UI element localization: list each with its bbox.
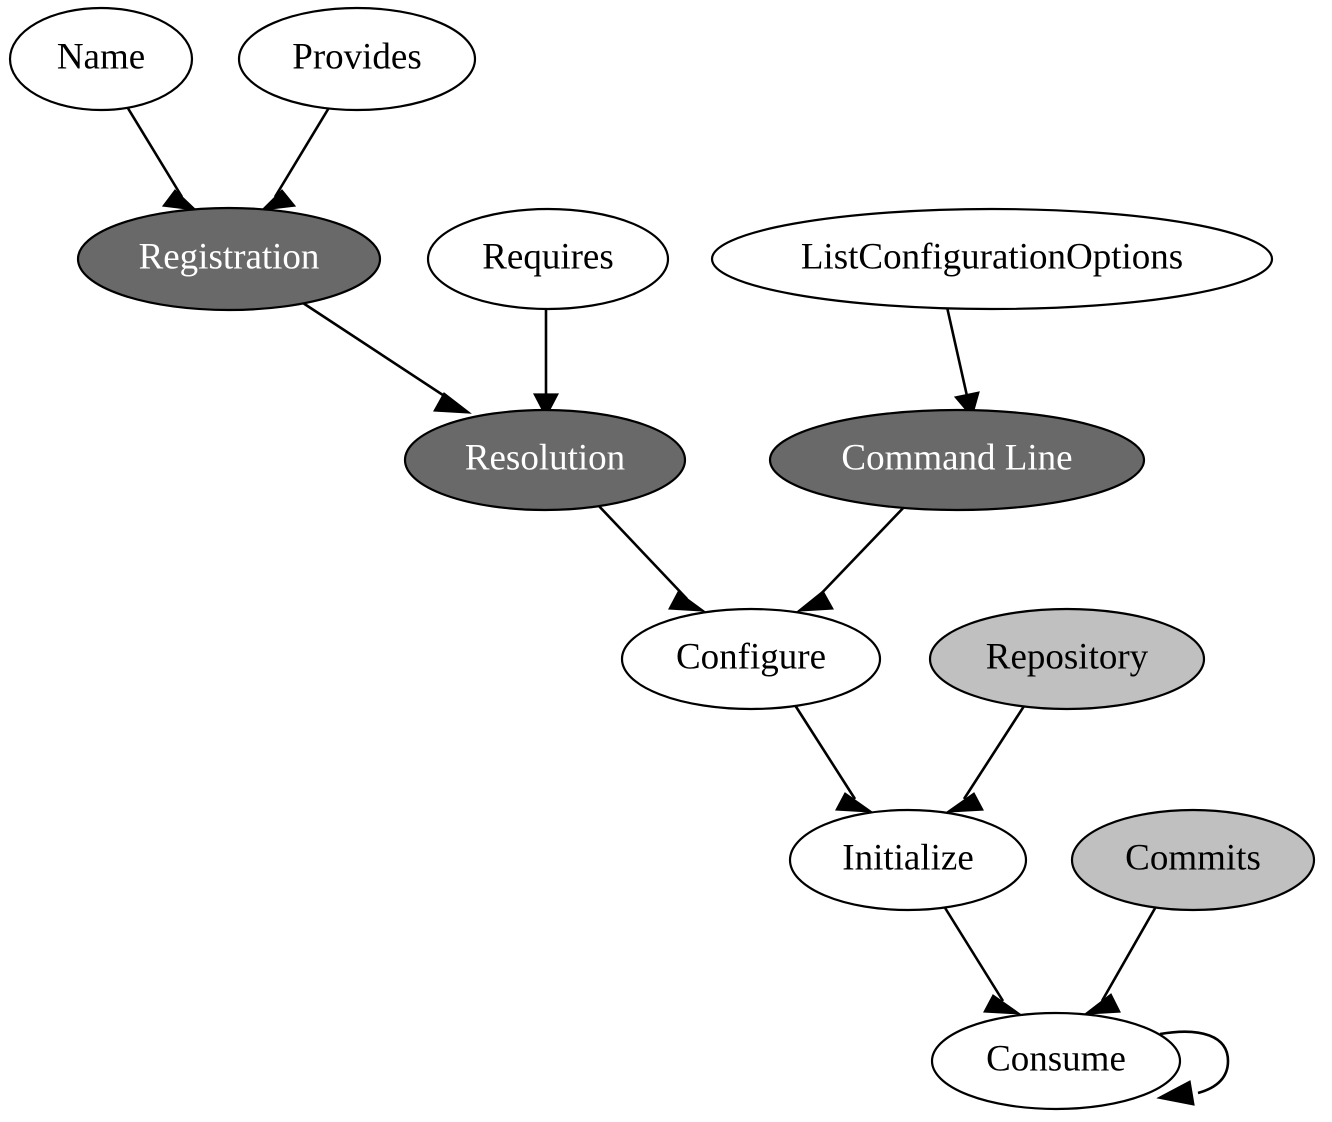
graph-edge-commandline-configure <box>796 503 908 612</box>
edge-line <box>945 306 969 397</box>
graph-node-name[interactable]: Name <box>8 6 194 112</box>
graph-edge-consume-consume <box>1156 1030 1230 1106</box>
node-label-commandline: Command Line <box>841 437 1072 478</box>
graph-edge-name-registration <box>124 104 198 211</box>
node-label-name: Name <box>57 36 145 77</box>
node-ellipse-consume[interactable] <box>930 1011 1182 1111</box>
arrowhead-icon <box>1083 993 1121 1015</box>
graph-edge-commits-consume <box>1083 902 1160 1015</box>
node-label-listconfigurationoptions: ListConfigurationOptions <box>801 236 1183 277</box>
arrowhead-icon <box>668 591 706 612</box>
node-label-consume: Consume <box>986 1038 1126 1079</box>
graph-edge-repository-initialize <box>944 702 1028 813</box>
graph-edge-resolution-configure <box>596 503 706 612</box>
edge-line <box>962 702 1028 800</box>
graph-node-initialize[interactable]: Initialize <box>788 808 1028 912</box>
node-ellipse-registration[interactable] <box>76 206 382 312</box>
graph-node-requires[interactable]: Requires <box>426 207 670 311</box>
node-ellipse-commandline[interactable] <box>768 408 1146 512</box>
node-label-registration: Registration <box>139 236 320 277</box>
graph-edge-requires-resolution <box>533 309 559 419</box>
graph-node-provides[interactable]: Provides <box>237 6 477 112</box>
node-ellipse-initialize[interactable] <box>788 808 1028 912</box>
edge-line <box>302 301 453 403</box>
arrowhead-icon <box>433 392 472 414</box>
arrowhead-icon <box>1156 1080 1195 1106</box>
graph-node-resolution[interactable]: Resolution <box>403 408 687 512</box>
graph-edge-registration-resolution <box>302 301 472 414</box>
arrowhead-icon <box>161 189 198 211</box>
edge-line <box>815 503 908 600</box>
arrowhead-icon <box>260 189 297 211</box>
node-label-commits: Commits <box>1125 837 1261 878</box>
node-ellipse-provides[interactable] <box>237 6 477 112</box>
edge-line <box>1100 902 1160 1002</box>
edge-line <box>791 701 857 800</box>
node-label-configure: Configure <box>676 636 826 677</box>
graph-node-configure[interactable]: Configure <box>620 607 882 711</box>
graph-node-commits[interactable]: Commits <box>1070 808 1316 912</box>
arrowhead-icon <box>835 792 875 813</box>
node-ellipse-repository[interactable] <box>928 607 1206 711</box>
edge-line <box>273 105 332 198</box>
node-label-requires: Requires <box>482 236 614 277</box>
arrowhead-icon <box>796 590 834 612</box>
edge-line <box>596 503 688 600</box>
graph-edge-configure-initialize <box>791 701 875 813</box>
node-label-provides: Provides <box>292 36 422 77</box>
edge-line <box>124 104 184 198</box>
edge-self-loop-line <box>1159 1030 1230 1095</box>
graph-edge-listconfig-commandline <box>945 306 980 419</box>
arrowhead-icon <box>944 792 984 813</box>
graph-node-consume[interactable]: Consume <box>930 1011 1182 1111</box>
graph-edge-initialize-consume <box>940 902 1023 1015</box>
node-ellipse-configure[interactable] <box>620 607 882 711</box>
graph-node-repository[interactable]: Repository <box>928 607 1206 711</box>
graph-edge-provides-registration <box>260 105 332 211</box>
graph-node-commandline[interactable]: Command Line <box>768 408 1146 512</box>
node-ellipse-listconfigurationoptions[interactable] <box>710 207 1274 311</box>
graph-node-listconfigurationoptions[interactable]: ListConfigurationOptions <box>710 207 1274 311</box>
edge-layer <box>124 104 1230 1106</box>
node-ellipse-name[interactable] <box>8 6 194 112</box>
node-ellipse-commits[interactable] <box>1070 808 1316 912</box>
node-label-repository: Repository <box>986 636 1149 677</box>
node-ellipse-resolution[interactable] <box>403 408 687 512</box>
node-ellipse-requires[interactable] <box>426 207 670 311</box>
node-label-resolution: Resolution <box>465 437 625 478</box>
node-label-initialize: Initialize <box>842 837 974 878</box>
arrowhead-icon <box>533 393 559 419</box>
arrowhead-icon <box>983 994 1023 1015</box>
edge-line <box>940 902 1005 1002</box>
graph-node-registration[interactable]: Registration <box>76 206 382 312</box>
